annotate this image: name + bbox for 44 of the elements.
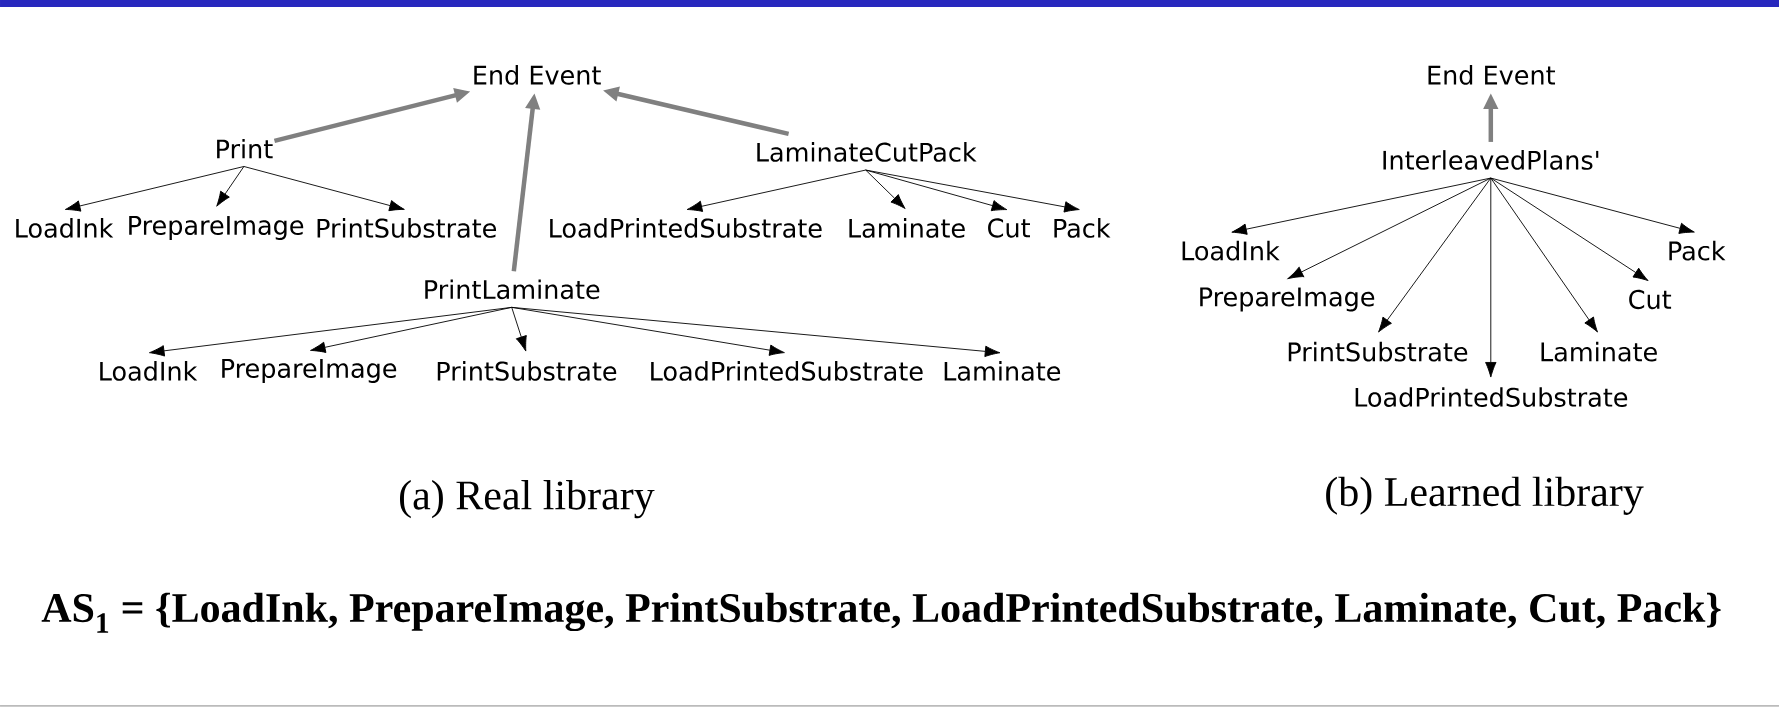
arrow (1490, 177, 1598, 333)
arrow (865, 169, 1080, 213)
tree-node-label: End Event (1428, 65, 1555, 85)
subfigure-caption: (a) Real library (400, 480, 655, 519)
arrow (1378, 177, 1492, 333)
arrow (686, 169, 867, 212)
arrow (216, 166, 245, 207)
tree-node-label: PrintLaminate (425, 279, 600, 300)
tree-node-label: LoadInk (1182, 240, 1280, 261)
tree-node-label: PrepareImage (1200, 287, 1375, 312)
arrow (1490, 177, 1649, 281)
tree-node-label: PrintSubstrate (317, 218, 497, 238)
arrow (1485, 177, 1497, 378)
tree-node-label: LoadInk (16, 218, 114, 238)
arrow (865, 169, 1008, 212)
tree-node-label: Laminate (944, 361, 1061, 381)
tree-node-label: Pack (1669, 240, 1726, 261)
subfigure-caption: (b) Learned library (1326, 476, 1644, 515)
tree-node-label: PrintSubstrate (1288, 341, 1468, 362)
arrow (243, 166, 405, 212)
arrow (511, 306, 527, 352)
tree-node-label: PrepareImage (222, 359, 397, 383)
tree-node-label: Laminate (1541, 341, 1657, 362)
arrow (310, 306, 513, 353)
tree-node-label: Print (217, 138, 273, 159)
tree-node-label: PrepareImage (129, 216, 304, 240)
arrow (511, 306, 1001, 358)
set-definition: AS$_{1}$ = {LoadInk, PrepareImage, PrintSubstrate, LoadPrintedSubstrate, Laminate, Cut, Pack} (41, 592, 1721, 633)
tree-node-label: Cut (988, 218, 1030, 238)
tree-node-label: LoadPrintedSubstrate (550, 218, 822, 238)
arrow (65, 166, 245, 212)
tree-node-label: LoadPrintedSubstrate (1355, 387, 1628, 407)
tree-node-label: InterleavedPlans' (1383, 150, 1599, 170)
arrow (865, 169, 906, 209)
tree-node-label: Cut (1629, 289, 1672, 310)
arrow (1287, 177, 1492, 279)
tree-node-label: Laminate (849, 218, 965, 238)
tree-node-label: End Event (474, 65, 601, 85)
tree-node-label: LoadInk (100, 361, 198, 381)
tree-node-label: PrintSubstrate (437, 361, 617, 381)
tree-node-label: Pack (1054, 218, 1111, 238)
arrow (1490, 177, 1695, 234)
tree-node-label: LoadPrintedSubstrate (651, 361, 923, 381)
tree-node-label: LaminateCutPack (757, 142, 977, 162)
